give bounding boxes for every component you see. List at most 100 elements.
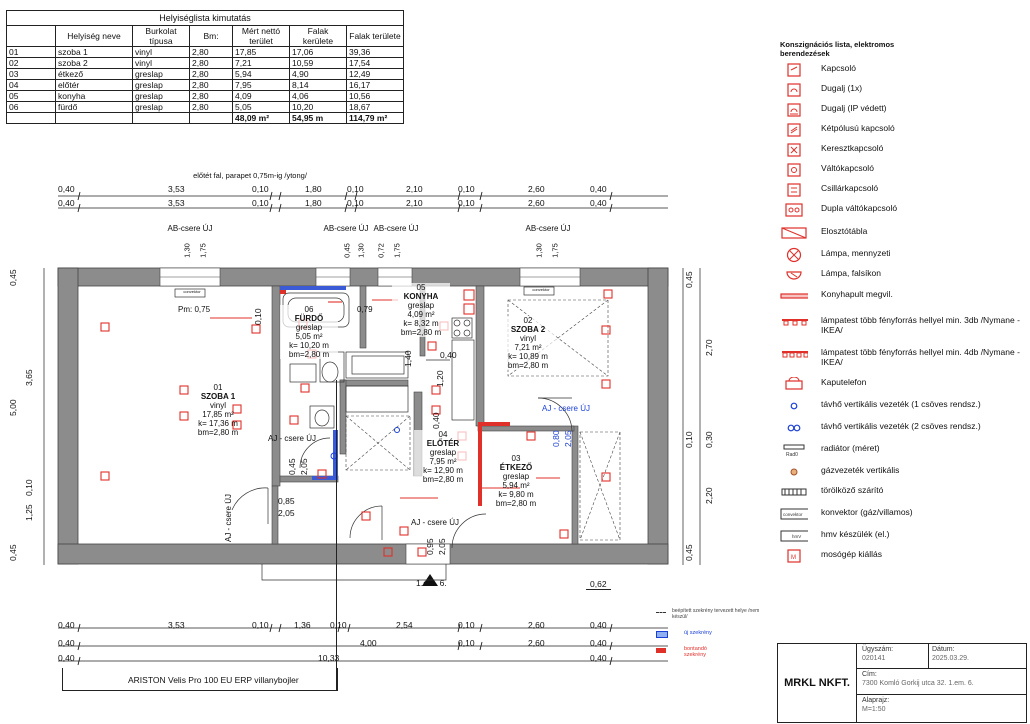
dimension-value: 3,53 [168, 184, 185, 194]
exterior-outline [261, 564, 447, 581]
window-dim: 1,75 [550, 243, 560, 258]
inner-dim: 0,80 [551, 430, 561, 447]
ceiling-lamp-icon [780, 247, 808, 263]
dimension-value: 10,33 [318, 653, 340, 663]
room-label-06: 06 FÜRDŐ greslap 5,05 m² k= 10,20 m bm=2… [280, 305, 338, 359]
room-label-05: 05 KONYHA greslap 4,09 m² k= 8,32 m bm=2… [392, 283, 450, 337]
dimension-value: 1,80 [305, 198, 322, 208]
total-area: 48,09 m² [232, 112, 290, 124]
dimension-value: 0,10 [458, 184, 475, 194]
legend-label: Dupla váltókapcsoló [821, 203, 898, 213]
window-label: AB-csere ÚJ [525, 224, 571, 233]
inner-dim: 0,95 [425, 538, 435, 555]
total-wall-area: 114,79 m² [346, 112, 404, 124]
room-area: 7,21 m² [514, 343, 542, 352]
small-dim: 0,62 [586, 579, 611, 590]
inner-dim: 0,10 [253, 308, 263, 325]
legend-item: Lámpa, mennyzeti [780, 247, 1020, 265]
room-perimeter: k= 10,20 m [289, 341, 329, 350]
table-cell: 18,67 [346, 101, 404, 113]
svg-text:Rad0: Rad0 [786, 452, 798, 457]
table-cell: 17,54 [346, 57, 404, 69]
room-area: 7,95 m² [429, 457, 457, 466]
room-area: 17,85 m² [202, 410, 234, 419]
dimension-value: 2,54 [396, 620, 413, 630]
entrance-gap [405, 543, 451, 565]
dimension-value: 2,60 [528, 184, 545, 194]
door-label: AJ - csere ÚJ [541, 404, 590, 413]
room-perimeter: k= 10,89 m [508, 352, 548, 361]
dimension-value: 2,10 [406, 198, 423, 208]
col-header: Burkolat típusa [132, 25, 190, 47]
table-cell: 04 [6, 79, 56, 91]
legend-item: Csillárkapcsoló [780, 182, 1020, 200]
dimension-value: 2,10 [406, 184, 423, 194]
dimension-value: 0,10 [347, 184, 364, 194]
room-label-02: 02 SZOBA 2 vinyl 7,21 m² k= 10,89 m bm=2… [500, 316, 556, 370]
col-header: Bm: [189, 25, 233, 47]
room-name: FÜRDŐ [294, 314, 324, 323]
room-perimeter: k= 12,90 m [423, 466, 463, 475]
cross-switch-icon [780, 142, 808, 158]
legend-label: Dugalj (1x) [821, 83, 863, 93]
table-cell: 05 [6, 90, 56, 102]
dimension-value: 0,40 [590, 638, 607, 648]
convector-tag: convektor [532, 287, 550, 292]
wall-lamp-icon [780, 267, 808, 283]
top-note: előtét fal, parapet 0,75m-ig /ytong/ [193, 171, 307, 180]
table-cell: 4,06 [289, 90, 347, 102]
table-cell: szoba 2 [55, 57, 133, 69]
table-cell: konyha [55, 90, 133, 102]
entrance-label: 1.em. 6. [416, 578, 447, 588]
table-cell: greslap [132, 79, 190, 91]
legend-label: Elosztótábla [821, 226, 868, 236]
kitchen-light-icon [780, 288, 808, 304]
fixture-3-icon [780, 314, 808, 330]
date-label: Dátum: [932, 646, 955, 653]
window-dim: 1,75 [392, 243, 402, 258]
legend-label: távhő vertikális vezeték (1 csöves rends… [821, 399, 981, 409]
dimension-value: 3,53 [168, 620, 185, 630]
room-area: 5,94 m² [502, 481, 530, 490]
table-cell: étkező [55, 68, 133, 80]
intercom-icon [780, 376, 808, 392]
left-dim: 0,45 [8, 544, 18, 561]
table-cell: 4,09 [232, 90, 290, 102]
table-cell: 2,80 [189, 46, 233, 58]
window-dim: 1,30 [534, 243, 544, 258]
legend-label: Dugalj (IP védett) [821, 103, 887, 113]
legend-label: Váltókapcsoló [821, 163, 874, 173]
table-cell [55, 112, 133, 124]
table-cell: 02 [6, 57, 56, 69]
case-number-label: Ügyszám: [862, 646, 894, 653]
room-floor: greslap [429, 448, 457, 457]
room-height: bm=2,80 m [507, 361, 549, 370]
room-height: bm=2,80 m [288, 350, 330, 359]
col-header: Falak területe [346, 25, 404, 47]
dimension-value: 0,40 [590, 653, 607, 663]
room-name: SZOBA 1 [200, 392, 236, 401]
room-number: 04 [438, 430, 448, 439]
window-label: AB-csere ÚJ [373, 224, 419, 233]
legend-item: lámpatest több fényforrás hellyel min. 3… [780, 314, 1020, 335]
two-pole-switch-icon [780, 122, 808, 138]
riser-1-icon [780, 398, 808, 414]
convector-icon: convektor [780, 506, 808, 522]
dimension-value: 0,40 [590, 620, 607, 630]
legend-item: távhő vertikális vezeték (1 csöves rends… [780, 398, 1020, 416]
room-table: Helyiséglista kimutatás Helyiség neve Bu… [6, 10, 404, 124]
room-floor: vinyl [519, 334, 536, 343]
legend-label: gázvezeték vertikális [821, 465, 900, 475]
title-divider [856, 694, 1026, 695]
room-number: 03 [511, 454, 521, 463]
pm-note: 0,79 [357, 305, 373, 314]
cabinet-planned-icon [656, 612, 666, 614]
chandelier-switch-icon [780, 182, 808, 198]
table-cell: 39,36 [346, 46, 404, 58]
room-number: 02 [523, 316, 533, 325]
socket-ip-icon [780, 102, 808, 118]
legend-item: lámpatest több fényforrás hellyel min. 4… [780, 346, 1020, 367]
dimension-value: 2,60 [528, 198, 545, 208]
